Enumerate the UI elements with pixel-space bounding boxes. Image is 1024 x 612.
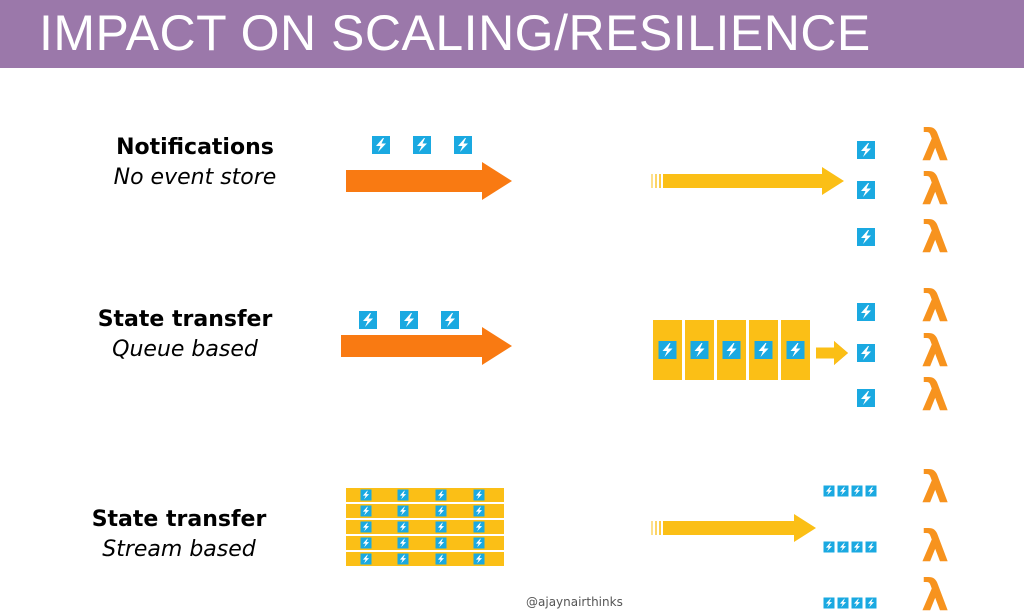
lightning-bolt-icon	[362, 554, 370, 564]
row-title: State transfer	[91, 507, 267, 532]
row-subtitle: Stream based	[102, 537, 256, 562]
lightning-bolt-icon	[437, 522, 445, 532]
lightning-bolt-icon	[867, 486, 875, 496]
lightning-bolt-icon	[839, 598, 847, 608]
row-label-stream: State transfer Stream based	[69, 505, 289, 565]
producer-arrow	[346, 162, 512, 200]
lightning-bolt-icon	[662, 343, 673, 357]
lightning-bolt-icon	[861, 143, 871, 157]
lambda-icon: λ	[921, 164, 949, 215]
lightning-bolt-icon	[853, 598, 861, 608]
lightning-bolt-icon	[839, 486, 847, 496]
lambda-icon: λ	[921, 326, 949, 377]
lightning-bolt-icon	[437, 538, 445, 548]
lightning-bolt-icon	[853, 542, 861, 552]
lightning-bolt-icon	[417, 138, 427, 152]
stream-shard	[346, 520, 504, 534]
lambda-icon: λ	[921, 370, 949, 421]
lightning-bolt-icon	[399, 506, 407, 516]
credit-handle: @ajaynairthinks	[526, 595, 623, 609]
row-title: State transfer	[97, 307, 273, 332]
lambda-icon: λ	[921, 120, 949, 171]
row-label-notifications: Notifications No event store	[85, 133, 305, 193]
header-bar: IMPACT ON SCALING/RESILIENCE	[0, 0, 1024, 68]
arrow-tail-stroke	[659, 174, 661, 188]
lightning-bolt-icon	[399, 554, 407, 564]
lightning-bolt-icon	[475, 522, 483, 532]
lightning-bolt-icon	[758, 343, 769, 357]
stream-shard	[346, 536, 504, 550]
lightning-bolt-icon	[861, 183, 871, 197]
lightning-bolt-icon	[399, 490, 407, 500]
lightning-bolt-icon	[867, 542, 875, 552]
lightning-bolt-icon	[362, 506, 370, 516]
lightning-bolt-icon	[825, 598, 833, 608]
delivery-arrow	[663, 167, 844, 195]
lightning-bolt-icon	[825, 486, 833, 496]
lightning-bolt-icon	[376, 138, 386, 152]
lightning-bolt-icon	[475, 538, 483, 548]
delivery-arrow	[663, 514, 816, 542]
lightning-bolt-icon	[399, 538, 407, 548]
lightning-bolt-icon	[458, 138, 468, 152]
lightning-bolt-icon	[839, 542, 847, 552]
lightning-bolt-icon	[790, 343, 801, 357]
stream-shard	[346, 504, 504, 518]
lightning-bolt-icon	[445, 313, 455, 327]
lambda-icon: λ	[921, 462, 949, 513]
lightning-bolt-icon	[861, 305, 871, 319]
lightning-bolt-icon	[694, 343, 705, 357]
lightning-bolt-icon	[362, 490, 370, 500]
producer-arrow	[341, 327, 512, 365]
arrow-tail-stroke	[655, 174, 657, 188]
lambda-icon: λ	[921, 521, 949, 572]
lightning-bolt-icon	[362, 538, 370, 548]
lightning-bolt-icon	[475, 506, 483, 516]
row-subtitle: No event store	[113, 165, 277, 190]
lightning-bolt-icon	[362, 522, 370, 532]
dequeue-arrow-fill	[816, 341, 848, 365]
lambda-icon: λ	[921, 281, 949, 332]
lightning-bolt-icon	[399, 522, 407, 532]
lightning-bolt-icon	[363, 313, 373, 327]
arrow-tail-stroke	[659, 521, 661, 535]
lightning-bolt-icon	[437, 554, 445, 564]
lightning-bolt-icon	[437, 506, 445, 516]
stream-shard	[346, 488, 504, 502]
lambda-icon: λ	[921, 212, 949, 263]
row-label-queue: State transfer Queue based	[75, 305, 295, 365]
lightning-bolt-icon	[475, 554, 483, 564]
arrow-tail-stroke	[651, 521, 653, 535]
lightning-bolt-icon	[867, 598, 875, 608]
arrow-tail-stroke	[655, 521, 657, 535]
stream-shard	[346, 552, 504, 566]
lightning-bolt-icon	[726, 343, 737, 357]
lightning-bolt-icon	[853, 486, 861, 496]
arrow-tail-stroke	[651, 174, 653, 188]
lightning-bolt-icon	[861, 346, 871, 360]
row-subtitle: Queue based	[112, 337, 258, 362]
lightning-bolt-icon	[475, 490, 483, 500]
slide-title: IMPACT ON SCALING/RESILIENCE	[39, 5, 871, 61]
lightning-bolt-icon	[861, 391, 871, 405]
lightning-bolt-icon	[404, 313, 414, 327]
lambda-icon: λ	[921, 570, 949, 612]
row-title: Notifications	[116, 135, 274, 160]
lightning-bolt-icon	[437, 490, 445, 500]
lightning-bolt-icon	[825, 542, 833, 552]
lightning-bolt-icon	[861, 230, 871, 244]
